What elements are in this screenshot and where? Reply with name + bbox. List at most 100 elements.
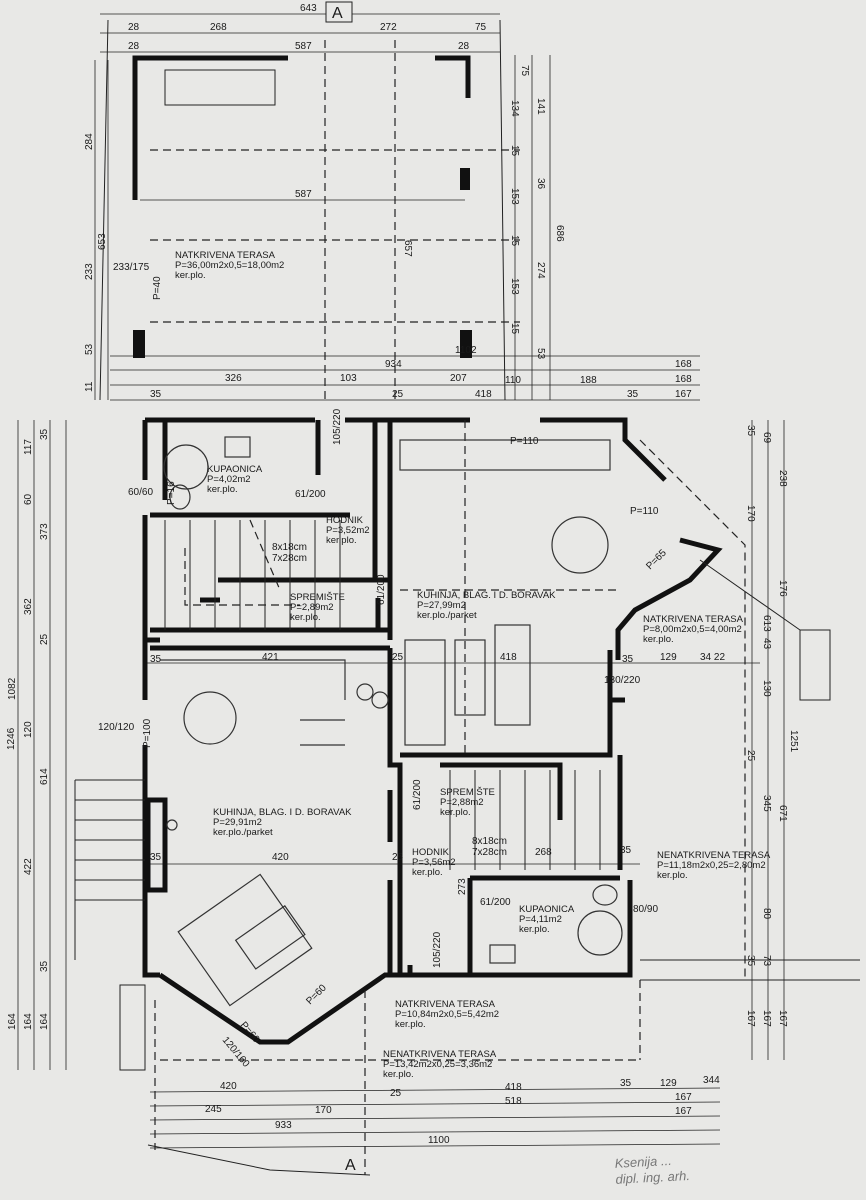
opening-label: 61/200 <box>376 574 387 605</box>
stair-label-line: 8x18cm <box>272 542 307 553</box>
opening-label: P=16 <box>166 481 177 505</box>
dimension-label: 75 <box>475 22 487 33</box>
room-area: P=4,11m2 <box>519 914 562 925</box>
room-area: P=29,91m2 <box>213 817 262 828</box>
dimension-label: 25 <box>390 1088 402 1099</box>
dimension-label: 28 <box>458 41 470 52</box>
dimension-label: 657 <box>402 240 413 257</box>
dimension-label: 75 <box>519 65 530 77</box>
opening-label: 105/220 <box>332 408 343 445</box>
room-floor-finish: ker.plo. <box>290 612 321 623</box>
dimension-label: 35 <box>150 389 162 400</box>
room-label: KUHINJA, BLAG. I D. BORAVAKP=27,99m2ker.… <box>417 590 556 621</box>
dimension-label: 153 <box>509 278 520 295</box>
dimension-label: 1246 <box>6 727 17 750</box>
dimension-label: 422 <box>23 858 34 875</box>
room-area: P=27,99m2 <box>417 600 466 611</box>
section-mark-top: A <box>332 5 343 22</box>
room-name: SPREMIŠTE <box>440 787 495 798</box>
dimension-label: 268 <box>535 847 552 858</box>
dimension-label: 344 <box>703 1075 720 1086</box>
room-area: P=2,89m2 <box>290 602 334 613</box>
dimension-label: 164 <box>7 1013 18 1030</box>
dimension-label: 274 <box>535 262 546 279</box>
opening-label: 105/220 <box>432 931 443 968</box>
opening-label: 61/200 <box>412 779 423 810</box>
room-name: NENATKRIVENA TERASA <box>657 850 771 861</box>
signature-line: Ksenija ... <box>614 1153 672 1171</box>
room-floor-finish: ker.plo./parket <box>213 827 273 838</box>
dimension-label: 167 <box>675 1106 692 1117</box>
dimension-label: 238 <box>777 470 788 487</box>
room-label: KUHINJA, BLAG. I D. BORAVAKP=29,91m2ker.… <box>213 807 352 838</box>
stair-label-upper: 8x18cm 7x28cm <box>272 542 307 564</box>
dimension-label: 653 <box>97 233 108 250</box>
dimension-label: 420 <box>272 852 289 863</box>
room-area: P=13,42m2x0,25=3,36m2 <box>383 1059 492 1070</box>
dimension-label: 25 <box>392 389 404 400</box>
dimension-label: 35 <box>150 654 162 665</box>
dimension-label: 345 <box>761 795 772 812</box>
dimension-label: 587 <box>295 189 312 200</box>
stair-label-line: 7x28cm <box>472 847 507 858</box>
dimension-label: 117 <box>23 439 34 455</box>
room-name: KUHINJA, BLAG. I D. BORAVAK <box>417 590 556 601</box>
dimension-label: 15 <box>509 145 520 157</box>
room-name: KUPAONICA <box>519 904 575 915</box>
dimension-label: 25 <box>392 652 404 663</box>
dimension-label: 167 <box>675 389 692 400</box>
dimension-label: 418 <box>500 652 517 663</box>
room-area: P=36,00m2x0,5=18,00m2 <box>175 260 284 271</box>
room-area: P=3,56m2 <box>412 857 456 868</box>
dimension-label: 421 <box>262 652 279 663</box>
dimension-label: 273 <box>457 878 468 895</box>
dimension-label: 34 22 <box>700 652 725 663</box>
dimension-label: 35 <box>622 654 634 665</box>
opening-label: 61/200 <box>480 897 511 908</box>
dimension-label: 671 <box>777 805 788 822</box>
room-floor-finish: ker.plo. <box>207 484 238 495</box>
dimension-label: 272 <box>380 22 397 33</box>
dimension-label: 233 <box>84 263 95 280</box>
room-labels: NATKRIVENA TERASAP=36,00m2x0,5=18,00m2ke… <box>175 250 771 1080</box>
room-floor-finish: ker.plo. <box>412 867 443 878</box>
dimension-label: 170 <box>315 1105 332 1116</box>
room-floor-finish: ker.plo. <box>175 270 206 281</box>
room-name: HODNIK <box>326 515 364 526</box>
dimension-label: 25 <box>745 750 756 762</box>
dimension-label: 28 <box>128 41 140 52</box>
dimension-label: 35 <box>150 852 162 863</box>
architect-signature: Ksenija ... dipl. ing. arh. <box>614 1153 690 1187</box>
dimension-label: 53 <box>84 343 95 355</box>
opening-label: P=100 <box>142 718 153 748</box>
dimension-label: 134 <box>509 100 520 117</box>
room-floor-finish: ker.plo. <box>519 924 550 935</box>
stair-label-lower: 8x18cm 7x28cm <box>472 836 507 858</box>
dimension-label: 1251 <box>788 730 799 753</box>
room-label: NENATKRIVENA TERASAP=11,18m2x0,25=2,80m2… <box>657 850 771 881</box>
opening-label: 233/175 <box>113 262 150 273</box>
room-floor-finish: ker.plo. <box>395 1019 426 1030</box>
dimension-label: 934 <box>385 359 402 370</box>
dimension-label: 614 <box>39 768 50 785</box>
dimension-label: 103 <box>340 373 357 384</box>
opening-label: 120/120 <box>98 722 135 733</box>
dimension-label: 518 <box>505 1096 522 1107</box>
signature-line: dipl. ing. arh. <box>615 1168 690 1187</box>
dimension-label: 130 <box>761 680 772 697</box>
dimension-label: 120 <box>23 721 34 738</box>
dimension-label: 164 <box>23 1013 34 1030</box>
dimension-label: 1102 <box>455 345 477 356</box>
dimension-label: 1100 <box>428 1135 450 1146</box>
dimension-label: 25 <box>39 633 50 645</box>
dimension-label: 60 <box>23 493 34 505</box>
room-area: P=10,84m2x0,5=5,42m2 <box>395 1009 499 1020</box>
room-area: P=2,88m2 <box>440 797 484 808</box>
